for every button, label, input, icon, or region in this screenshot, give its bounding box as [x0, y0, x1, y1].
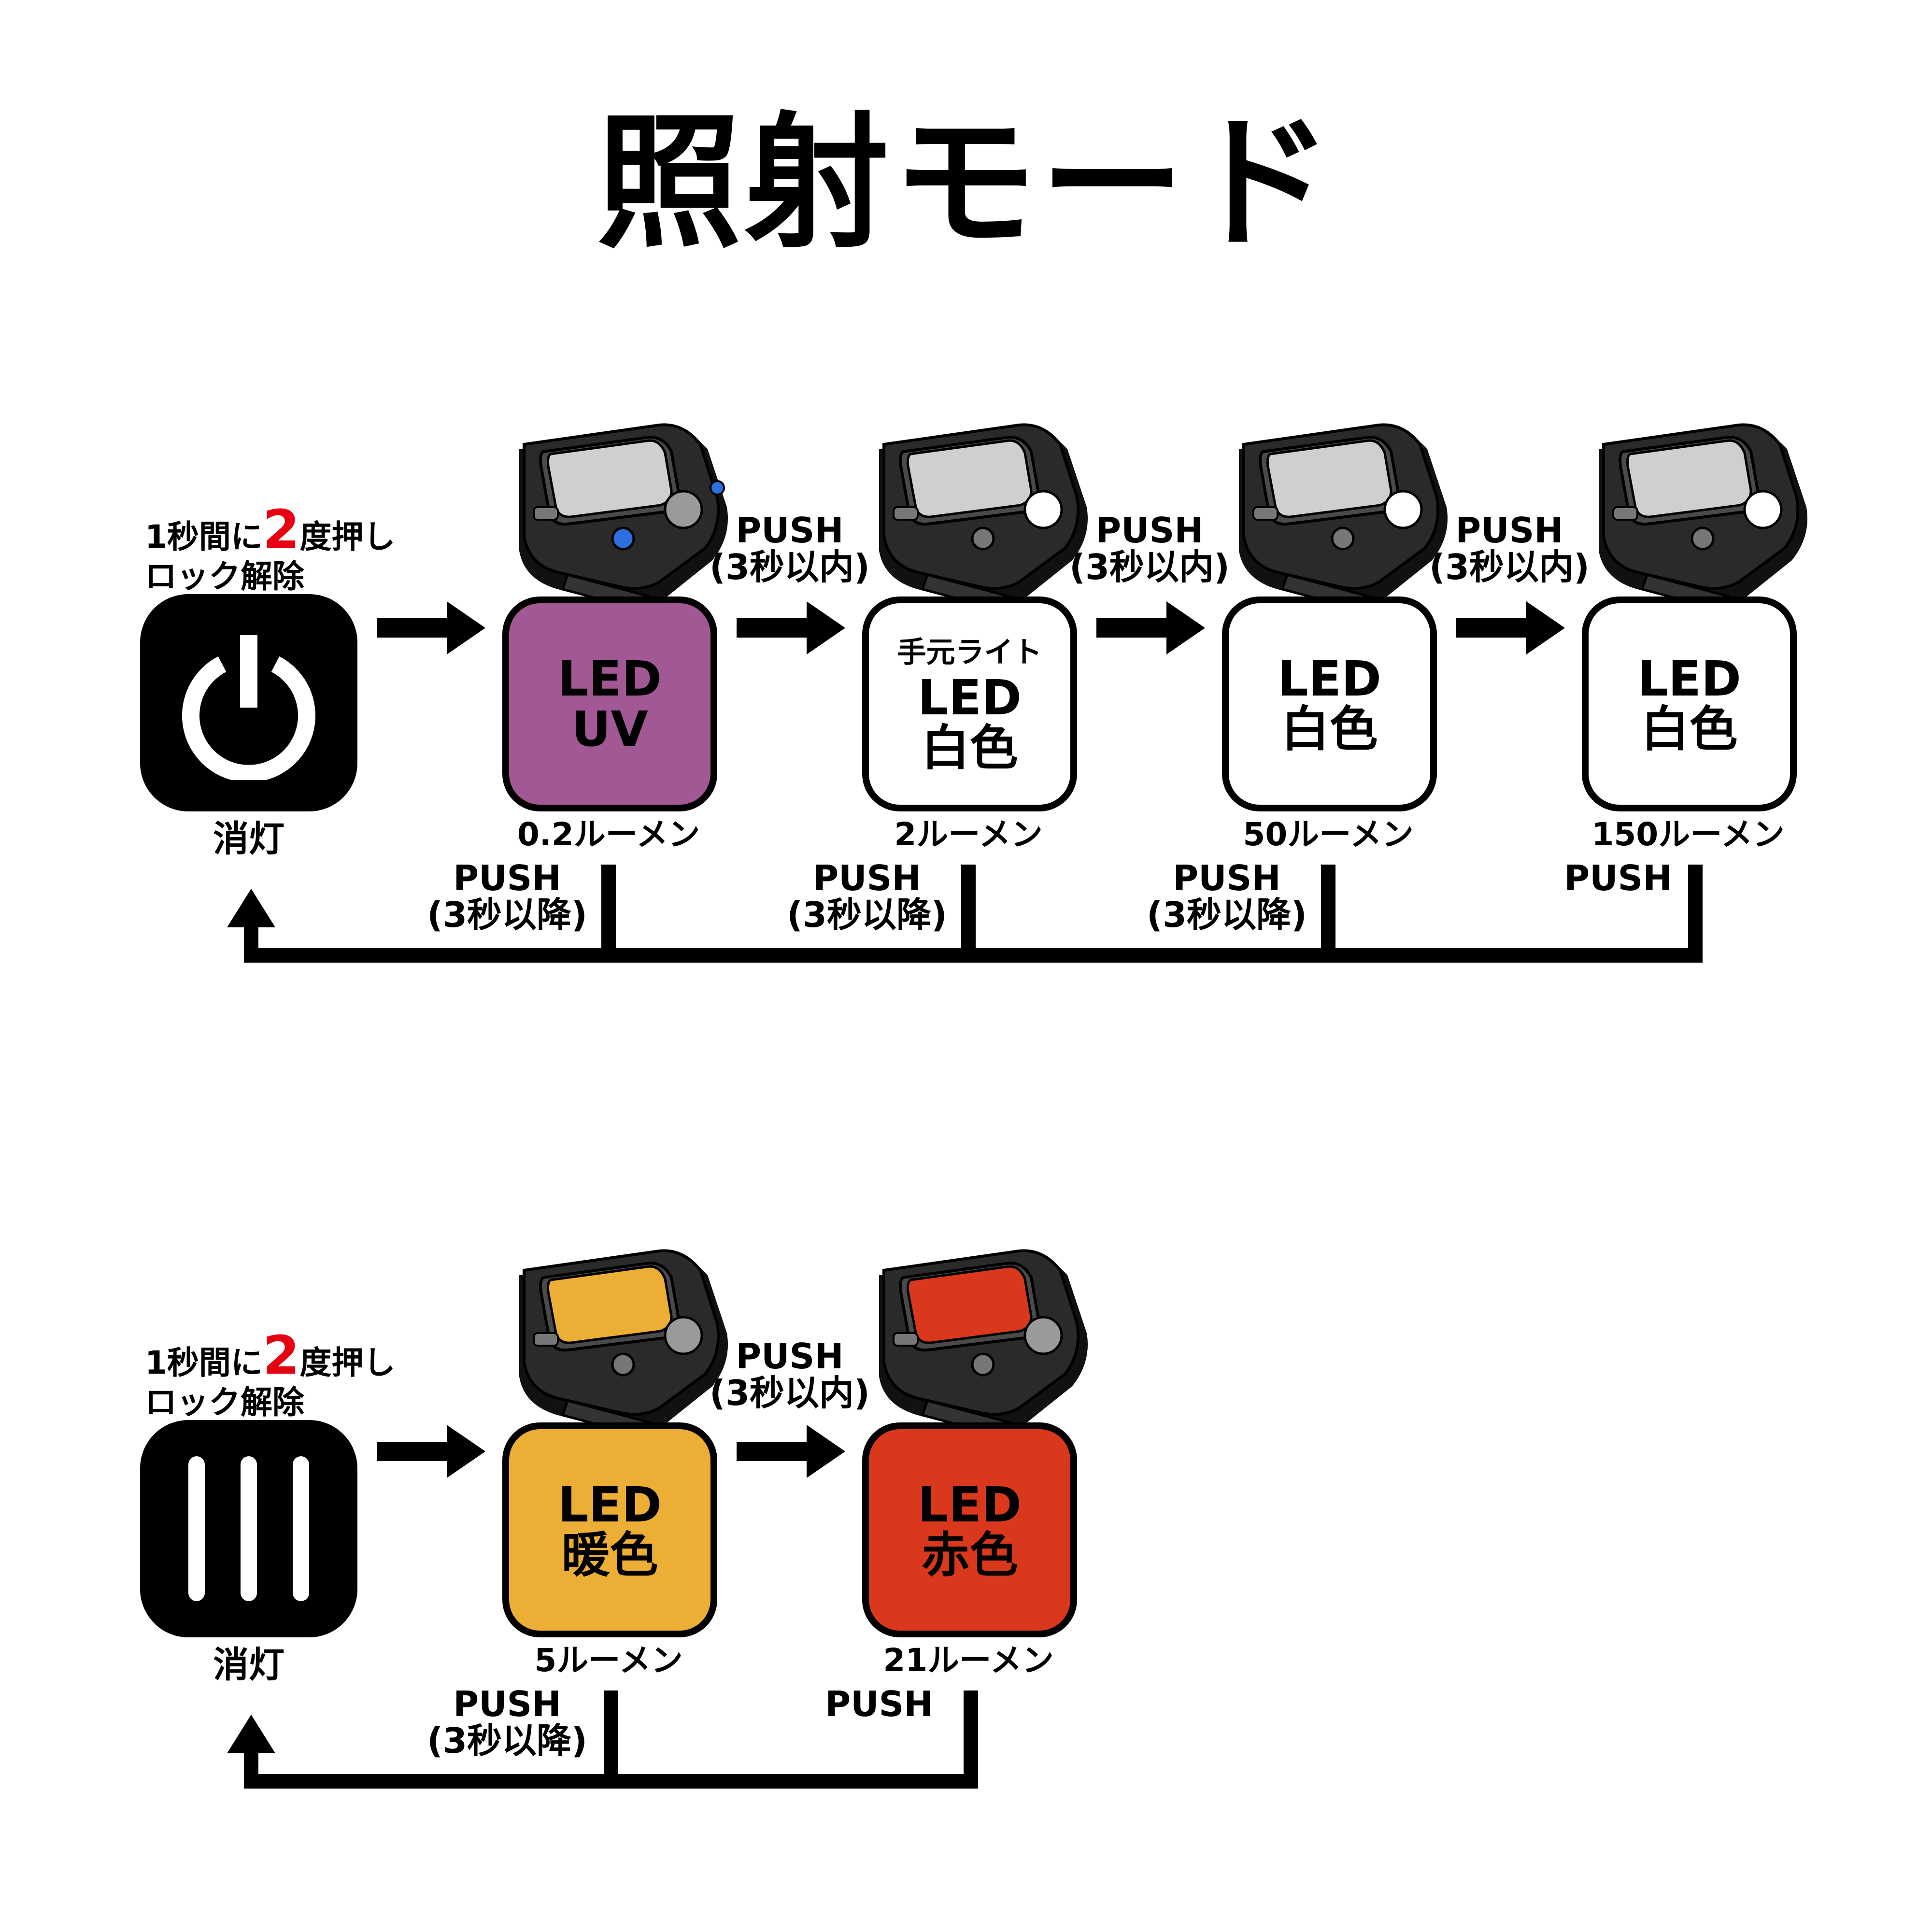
push-back-label-last: PUSH [825, 1684, 933, 1724]
off-tile-2 [140, 1420, 357, 1637]
push-back-label: PUSH(3秒以降) [427, 858, 587, 935]
unlock-note: 1秒間に2度押し ロック解除 [145, 1324, 396, 1421]
triple-bar-icon [188, 1456, 309, 1601]
off-label: 消灯 [213, 818, 284, 860]
lumen-caption: 2ルーメン [894, 816, 1043, 853]
press-count: 2 [262, 1324, 300, 1386]
push-back-label-last: PUSH [1564, 858, 1672, 898]
lumen-caption: 50ルーメン [1243, 816, 1414, 853]
push-back-label: PUSH(3秒以降) [787, 858, 947, 935]
lumen-caption: 150ルーメン [1591, 816, 1785, 853]
push-forward-label: PUSH(3秒以内) [1429, 510, 1590, 587]
push-forward-label: PUSH(3秒以内) [710, 510, 870, 587]
page-title: 照射モード [597, 99, 1335, 268]
lumen-caption: 5ルーメン [534, 1642, 683, 1679]
off-tile [140, 594, 357, 811]
off-label: 消灯 [213, 1644, 284, 1686]
push-forward-label: PUSH(3秒以内) [710, 1336, 870, 1413]
push-back-label: PUSH(3秒以降) [427, 1684, 587, 1761]
unlock-note: 1秒間に2度押し ロック解除 [145, 498, 396, 595]
mode-tile-red: LED 赤色 [862, 1422, 1077, 1637]
lumen-caption: 0.2ルーメン [517, 816, 700, 853]
mode-tile-warm: LED 暖色 [502, 1422, 717, 1637]
power-icon [182, 635, 315, 780]
press-count: 2 [262, 498, 300, 560]
mode-tile-hand-light: 手元ライト LED 白色 [862, 597, 1077, 811]
push-forward-label: PUSH(3秒以内) [1069, 510, 1230, 587]
mode-tile-white-50: LED 白色 [1222, 597, 1437, 811]
mode-tile-uv: LED UV [502, 597, 717, 811]
mode-tile-white-150: LED 白色 [1582, 597, 1797, 811]
lumen-caption: 21ルーメン [883, 1642, 1054, 1679]
push-back-label: PUSH(3秒以降) [1147, 858, 1307, 935]
